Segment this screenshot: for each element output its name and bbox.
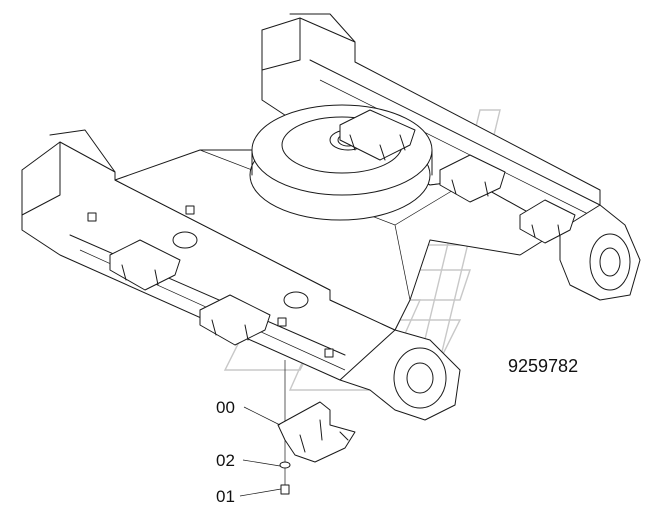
track-guard-part xyxy=(277,401,356,463)
callout-label-00: 00 xyxy=(216,398,235,417)
part-number: 9259782 xyxy=(508,356,578,376)
exploded-parts xyxy=(277,360,356,495)
slewing-ring xyxy=(249,104,433,221)
callout-label-01: 01 xyxy=(216,487,235,506)
callout-01: 01 xyxy=(216,487,282,506)
track-frame xyxy=(21,13,641,421)
washer-part xyxy=(279,461,291,469)
callout-label-02: 02 xyxy=(216,451,235,470)
bolt-part xyxy=(280,484,290,495)
callout-02: 02 xyxy=(216,451,281,470)
callout-00: 00 xyxy=(216,398,281,426)
track-guards xyxy=(87,109,576,358)
